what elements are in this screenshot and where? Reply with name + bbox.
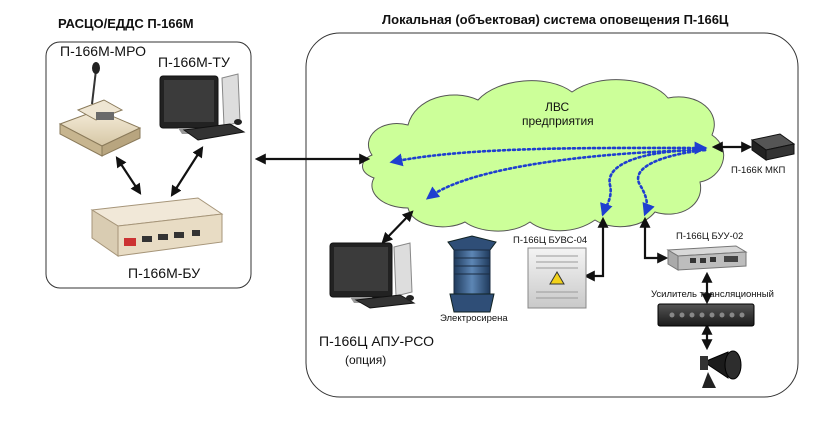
apu-label-line2: (опция) xyxy=(345,353,387,367)
lan-dotted-links xyxy=(389,141,708,217)
dotted-link-buvs xyxy=(600,148,707,217)
right-panel-title: Локальная (объектовая) система оповещени… xyxy=(382,12,729,27)
buvs-label: П-166Ц БУВС-04 xyxy=(513,235,588,246)
device-buvs-cabinet xyxy=(527,247,587,309)
dotted-link-apu-left xyxy=(389,141,708,167)
device-tu-computer xyxy=(159,73,246,141)
mro-label: П-166М-МРО xyxy=(60,43,146,59)
buu-label: П-166Ц БУУ-02 xyxy=(676,231,744,242)
device-horn-speaker xyxy=(700,350,742,388)
left-panel-title: РАСЦО/ЕДДС П-166М xyxy=(58,16,194,31)
arrow-lan-to-buvs xyxy=(583,216,609,282)
amplifier-label: Усилитель трансляционный xyxy=(651,289,774,300)
device-apu-computer xyxy=(329,242,416,309)
device-bu-unit xyxy=(90,197,224,257)
mkp-label: П-166К МКП xyxy=(731,165,786,176)
arrow-mro-to-bu xyxy=(115,156,142,195)
tu-label: П-166М-ТУ xyxy=(158,54,230,70)
bu-label: П-166М-БУ xyxy=(128,265,201,281)
siren-label: Электросирена xyxy=(440,313,508,324)
device-buu-unit xyxy=(666,245,748,271)
apu-label-line1: П-166Ц АПУ-РСО xyxy=(319,333,435,349)
device-mkp-unit xyxy=(750,133,796,161)
device-mro-console xyxy=(58,62,142,157)
device-amplifier xyxy=(657,303,755,327)
arrow-tu-to-bu xyxy=(170,146,204,197)
dotted-link-buu xyxy=(636,148,707,217)
warning-icon xyxy=(549,271,565,285)
device-electric-siren xyxy=(447,235,497,313)
arrow-lan-to-buu xyxy=(639,216,669,264)
arrow-lan-to-apu xyxy=(381,210,414,244)
connection-arrows xyxy=(115,141,753,351)
lan-label-line1: ЛВС xyxy=(545,100,570,114)
lan-label-line2: предприятия xyxy=(522,114,594,128)
